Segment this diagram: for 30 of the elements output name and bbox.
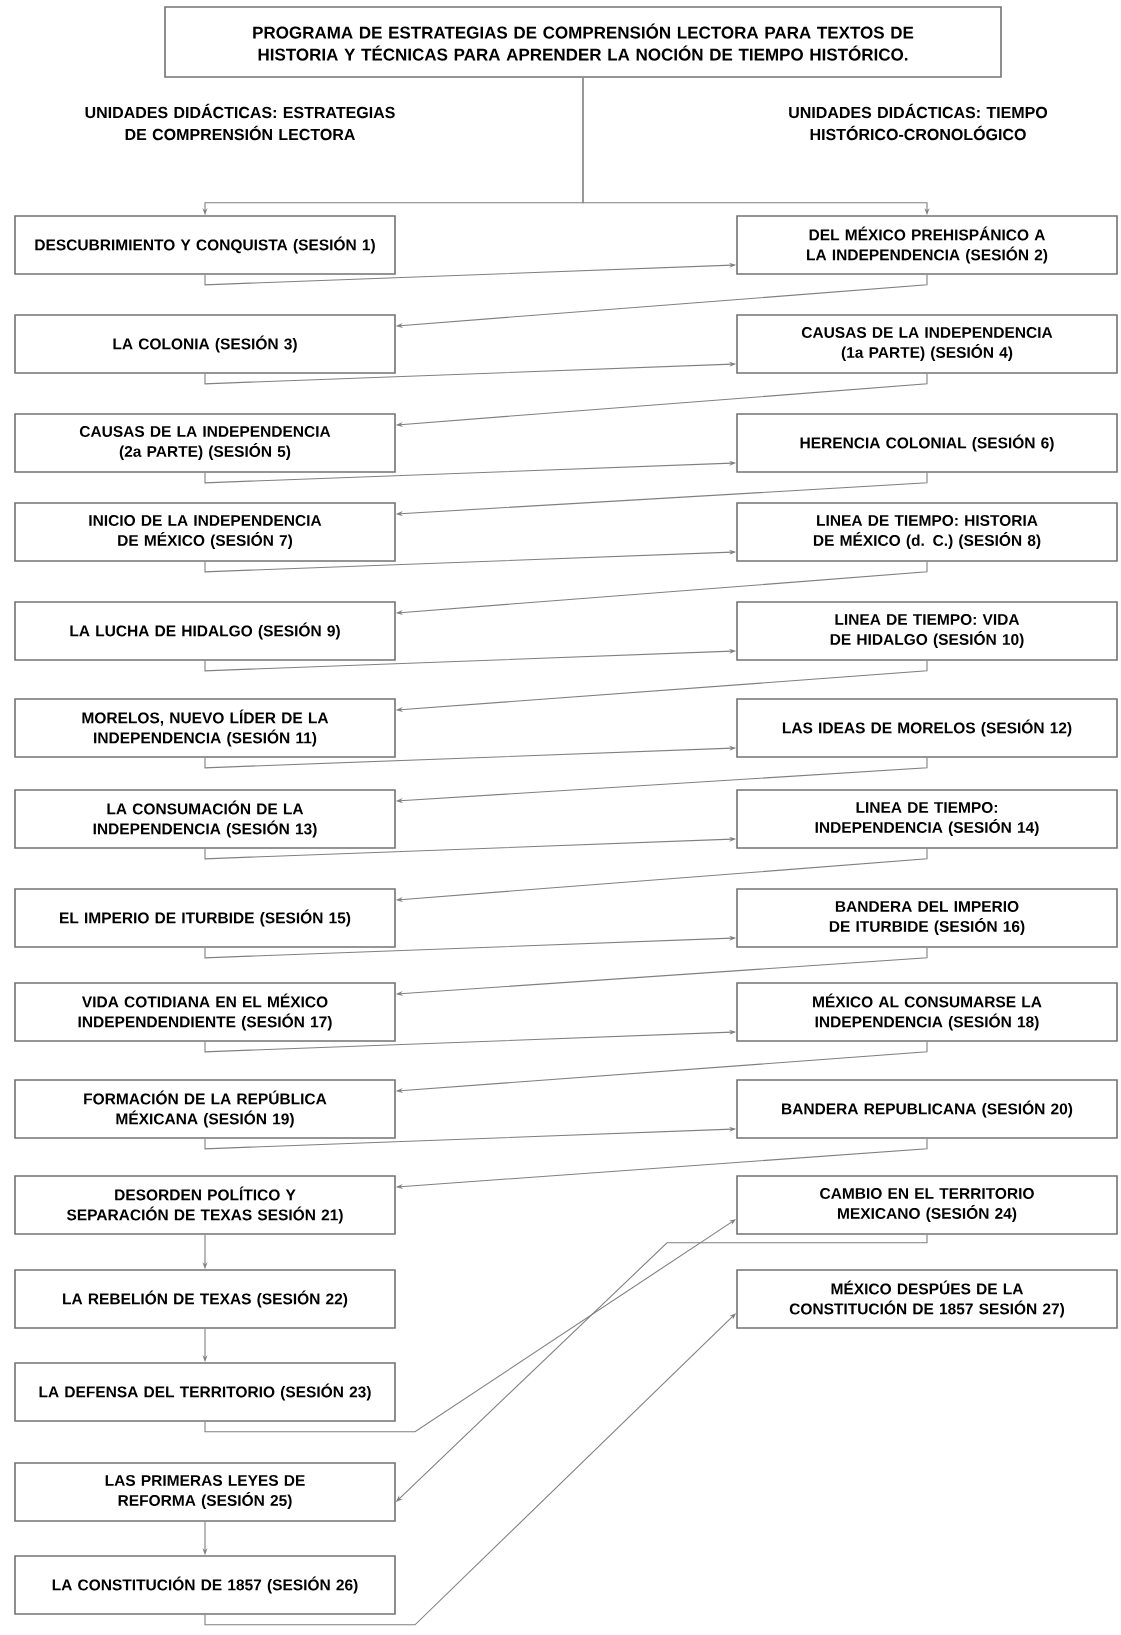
column-heading: UNIDADES DIDÁCTICAS: ESTRATEGIAS DE COMPRENSIÓN LECTORA [85,103,395,141]
session-box: LINEA DE TIEMPO: INDEPENDENCIA (SESIÓN 14) [736,789,1118,849]
session-box: MÉXICO DESPÚES DE LA CONSTITUCIÓN DE 1857 SESIÓN 27) [736,1269,1118,1329]
session-box: VIDA COTIDIANA EN EL MÉXICO INDEPENDENDIENTE (SESIÓN 17) [14,982,396,1042]
session-box: MÉXICO AL CONSUMARSE LA INDEPENDENCIA (SESIÓN 18) [736,982,1118,1042]
session-box: BANDERA REPUBLICANA (SESIÓN 20) [736,1079,1118,1139]
session-box: CAUSAS DE LA INDEPENDENCIA (1a PARTE) (SESIÓN 4) [736,314,1118,374]
session-box: DESORDEN POLÍTICO Y SEPARACIÓN DE TEXAS SESIÓN 21) [14,1175,396,1235]
session-box: LA REBELIÓN DE TEXAS (SESIÓN 22) [14,1269,396,1329]
session-box: CAUSAS DE LA INDEPENDENCIA (2a PARTE) (SESIÓN 5) [14,413,396,473]
session-box: FORMACIÓN DE LA REPÚBLICA MÉXICANA (SESIÓN 19) [14,1079,396,1139]
session-box: LA DEFENSA DEL TERRITORIO (SESIÓN 23) [14,1362,396,1422]
session-box: LAS PRIMERAS LEYES DE REFORMA (SESIÓN 25) [14,1462,396,1522]
session-box: LA LUCHA DE HIDALGO (SESIÓN 9) [14,601,396,661]
session-box: HERENCIA COLONIAL (SESIÓN 6) [736,413,1118,473]
title-box: PROGRAMA DE ESTRATEGIAS DE COMPRENSIÓN LECTORA PARA TEXTOS DE HISTORIA Y TÉCNICAS PARA APRENDER LA NOCIÓN DE TIEMPO HISTÓRICO. [164,6,1002,78]
session-box: INICIO DE LA INDEPENDENCIA DE MÉXICO (SESIÓN 7) [14,502,396,562]
session-box: LA CONSUMACIÓN DE LA INDEPENDENCIA (SESIÓN 13) [14,789,396,849]
session-box: DEL MÉXICO PREHISPÁNICO A LA INDEPENDENCIA (SESIÓN 2) [736,215,1118,275]
session-box: BANDERA DEL IMPERIO DE ITURBIDE (SESIÓN 16) [736,888,1118,948]
session-box: LINEA DE TIEMPO: VIDA DE HIDALGO (SESIÓN 10) [736,601,1118,661]
session-box: DESCUBRIMIENTO Y CONQUISTA (SESIÓN 1) [14,215,396,275]
column-heading: UNIDADES DIDÁCTICAS: TIEMPO HISTÓRICO-CRONOLÓGICO [789,103,1048,141]
session-box: CAMBIO EN EL TERRITORIO MEXICANO (SESIÓN 24) [736,1175,1118,1235]
session-box: LA COLONIA (SESIÓN 3) [14,314,396,374]
session-box: LINEA DE TIEMPO: HISTORIA DE MÉXICO (d. C.) (SESIÓN 8) [736,502,1118,562]
session-box: LAS IDEAS DE MORELOS (SESIÓN 12) [736,698,1118,758]
session-box: LA CONSTITUCIÓN DE 1857 (SESIÓN 26) [14,1555,396,1615]
session-box: EL IMPERIO DE ITURBIDE (SESIÓN 15) [14,888,396,948]
session-box: MORELOS, NUEVO LÍDER DE LA INDEPENDENCIA (SESIÓN 11) [14,698,396,758]
